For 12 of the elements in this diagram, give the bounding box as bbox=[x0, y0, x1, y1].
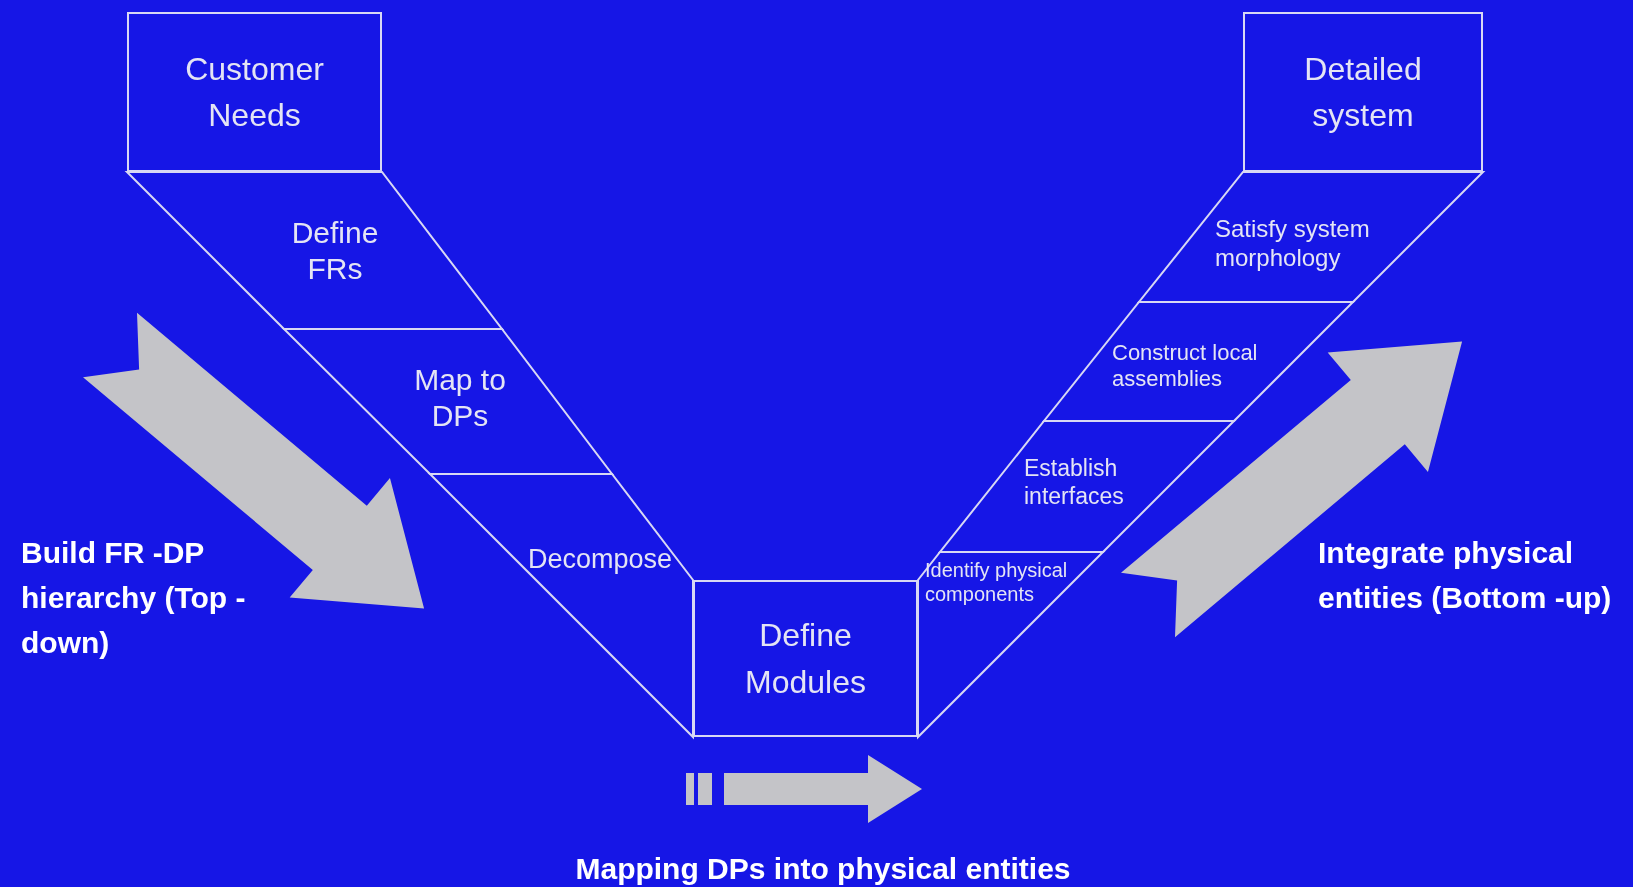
step-label: Define FRs bbox=[290, 215, 380, 287]
step-label: Identify physical components bbox=[925, 558, 1069, 606]
process-box: Detailed system bbox=[1243, 12, 1483, 172]
process-direction-label: Integrate physical entities (Bottom -up) bbox=[1318, 535, 1613, 616]
step-label: Map to DPs bbox=[413, 362, 507, 434]
process-box: Define Modules bbox=[693, 580, 918, 737]
process-box: Customer Needs bbox=[127, 12, 382, 172]
process-direction-label: Build FR -DP hierarchy (Top -down) bbox=[21, 535, 247, 661]
step-label: Establish interfaces bbox=[1024, 455, 1125, 511]
mapping-label: Mapping DPs into physical entities bbox=[574, 851, 1072, 887]
step-label: Satisfy system morphology bbox=[1215, 215, 1371, 273]
step-label: Construct local assemblies bbox=[1112, 340, 1259, 393]
